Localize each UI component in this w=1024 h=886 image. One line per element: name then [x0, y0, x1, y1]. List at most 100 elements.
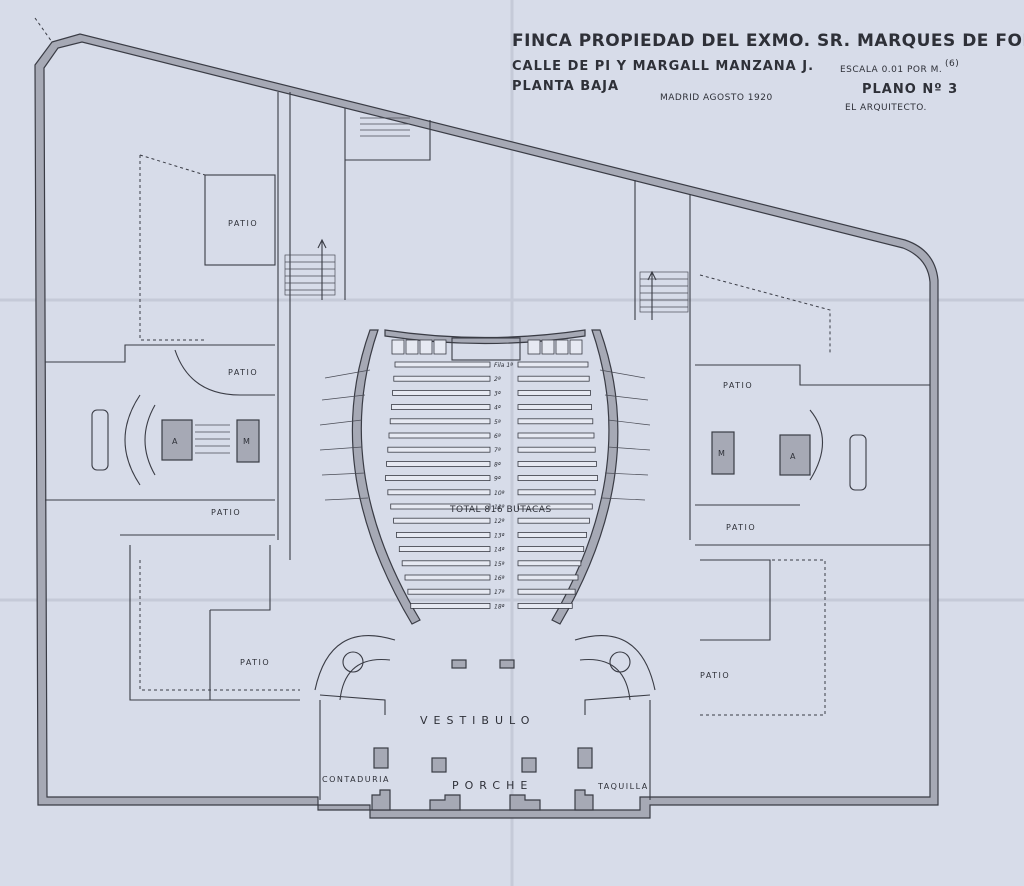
row-label: 2ª	[494, 376, 501, 383]
seat-row-left	[384, 475, 491, 482]
left-stair-treads	[195, 424, 230, 454]
seat-row-right	[517, 475, 598, 482]
patio-bottom-right-label: PATIO	[700, 671, 730, 680]
patio-mid-left-curve	[174, 349, 275, 396]
patio-lower-left-label: PATIO	[211, 508, 241, 517]
row-label: 8ª	[494, 461, 501, 468]
row-label: 17ª	[494, 589, 505, 596]
row-label: 14ª	[494, 547, 505, 554]
side-boxes-right	[599, 369, 651, 501]
seat-row-right	[517, 389, 591, 396]
row-label: 4ª	[494, 405, 501, 412]
seat-row-right	[517, 560, 582, 567]
seat-row-left	[389, 418, 491, 425]
catalog-mark: (6)	[945, 59, 959, 69]
lift-a-left: A	[172, 437, 179, 446]
hall-left-wall	[351, 329, 421, 625]
upper-center-stair	[344, 108, 431, 300]
outer-wall	[34, 33, 939, 819]
plan-number: PLANO Nº 3	[862, 82, 958, 97]
upper-stair-walls	[344, 108, 431, 300]
seat-row-right	[517, 489, 596, 496]
auditorium: Fila 1ª2ª3ª4ª5ª6ª7ª8ª9ª10ª11ª12ª13ª14ª15…	[319, 329, 651, 625]
patio-upper-left-label: PATIO	[228, 219, 258, 228]
left-lift-shaft	[236, 419, 260, 463]
lift-m-right: M	[718, 449, 726, 458]
patio-bottom-left-label: PATIO	[240, 658, 270, 667]
seat-row-right	[517, 446, 596, 453]
row-label: 10ª	[494, 490, 505, 497]
row-label: 6ª	[494, 433, 501, 440]
left-stair-base	[319, 694, 386, 715]
seat-row-right	[517, 404, 592, 411]
right-vestibule-stair	[574, 635, 656, 701]
vestibule-stairs	[314, 635, 656, 715]
seat-row-left	[387, 489, 491, 496]
left-stair-arrowhead	[317, 238, 327, 249]
seat-row-left	[396, 532, 491, 538]
seat-row-right	[517, 432, 595, 439]
seat-row-right	[517, 361, 589, 368]
seat-row-right	[517, 603, 573, 609]
drawing-floor: PLANTA BAJA	[512, 79, 619, 94]
seat-row-left	[398, 546, 491, 552]
seat-row-left	[390, 404, 491, 411]
left-wing: PATIO PATIO A M PATIO PATIO	[45, 92, 336, 701]
seat-rows	[384, 361, 598, 609]
drawing-place-date: MADRID AGOSTO 1920	[660, 93, 773, 103]
seat-row-right	[517, 546, 585, 552]
seat-row-right	[517, 418, 594, 425]
left-wall-f	[129, 545, 300, 701]
right-upper-dash	[699, 274, 831, 355]
row-label: 16ª	[494, 575, 505, 582]
seat-row-left	[393, 517, 491, 524]
patio-lower-right-label: PATIO	[726, 523, 756, 532]
porch-columns	[373, 747, 593, 773]
hall-right-wall	[551, 329, 619, 625]
seat-row-left	[388, 432, 491, 439]
porche-label: PORCHE	[452, 779, 533, 792]
row-label: 15ª	[494, 561, 505, 568]
right-stair-base	[584, 694, 651, 715]
left-stair-curve-inner	[144, 404, 156, 476]
seat-row-left	[387, 446, 491, 453]
seat-row-left	[404, 574, 491, 581]
seat-row-right	[517, 503, 593, 510]
front-steps	[371, 789, 594, 811]
row-label: Fila 1ª	[494, 362, 513, 369]
boxes-front-right	[527, 339, 583, 355]
seat-row-left	[407, 588, 491, 595]
vestibule-side-walls	[319, 700, 651, 800]
left-stair-curve-outer	[124, 394, 141, 486]
left-upper-stair	[284, 254, 336, 296]
drawing-scale: ESCALA 0.01 POR M.	[840, 65, 942, 75]
stage-box	[451, 337, 521, 361]
row-labels: Fila 1ª2ª3ª4ª5ª6ª7ª8ª9ª10ª11ª12ª13ª14ª15…	[494, 362, 513, 610]
seat-row-left	[390, 503, 491, 510]
lift-m-left: M	[243, 437, 251, 446]
right-wall-c	[695, 364, 930, 386]
right-stair-curve	[809, 409, 823, 481]
left-entrance-booth	[91, 409, 109, 471]
seat-row-right	[517, 532, 587, 538]
vestibule-pier-left	[451, 659, 467, 669]
left-stair-core	[161, 419, 193, 461]
row-label: 18ª	[494, 603, 505, 610]
patio-bottom-left-dash	[139, 560, 300, 691]
architect-label: EL ARQUITECTO.	[845, 103, 927, 113]
seat-row-right	[517, 588, 576, 595]
right-stair-newel	[609, 651, 631, 673]
drawing-title: FINCA PROPIEDAD DEL EXMO. SR. MARQUES DE…	[512, 31, 1024, 51]
row-label: 7ª	[494, 447, 501, 454]
right-wing: PATIO M A PATIO PATIO	[634, 180, 930, 716]
seat-row-right	[517, 574, 579, 581]
right-lift-shaft	[711, 431, 735, 475]
seat-row-left	[393, 375, 491, 382]
entrance-area: VESTIBULO PORCHE CONTADURIA TAQUILLA	[319, 700, 651, 811]
seat-row-left	[401, 560, 491, 567]
drawing-address: CALLE DE PI Y MARGALL MANZANA J.	[512, 59, 814, 74]
right-entrance-booth	[849, 434, 867, 491]
side-boxes-left	[319, 369, 371, 501]
patio-upper-right-label: PATIO	[723, 381, 753, 390]
